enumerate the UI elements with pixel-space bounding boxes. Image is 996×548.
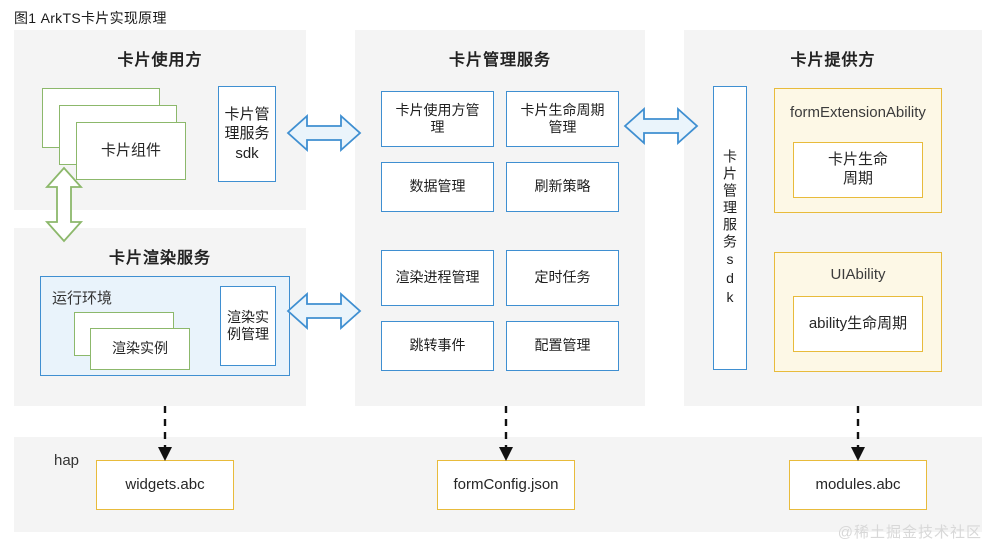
hap-artifact-formconfig-label: formConfig.json bbox=[453, 475, 559, 493]
manage-box-jump-event[interactable]: 跳转事件 bbox=[381, 321, 494, 371]
manage-box-refresh-policy[interactable]: 刷新策略 bbox=[506, 162, 619, 212]
hap-artifact-formconfig[interactable]: formConfig.json bbox=[437, 460, 575, 510]
consumer-sdk-label: 卡片管理服务sdk bbox=[224, 106, 270, 162]
manage-box-scheduled-task[interactable]: 定时任务 bbox=[506, 250, 619, 306]
watermark: @稀土掘金技术社区 bbox=[837, 524, 982, 541]
manage-box-render-process-mgmt[interactable]: 渲染进程管理 bbox=[381, 250, 494, 306]
form-lifecycle-label: 卡片生命周期 bbox=[828, 151, 889, 187]
manage-box-consumer-mgmt[interactable]: 卡片使用方管理 bbox=[381, 91, 494, 147]
manage-box-card-lifecycle-label: 卡片生命周期管理 bbox=[520, 101, 605, 136]
consumer-sdk-box[interactable]: 卡片管理服务sdk bbox=[218, 86, 276, 182]
hap-artifact-widgets[interactable]: widgets.abc bbox=[96, 460, 234, 510]
hap-artifact-modules[interactable]: modules.abc bbox=[789, 460, 927, 510]
panel-card-consumer-title: 卡片使用方 bbox=[117, 52, 203, 69]
manage-box-consumer-mgmt-label: 卡片使用方管理 bbox=[395, 101, 480, 136]
ui-ability-label: UIAbility bbox=[830, 266, 886, 283]
panel-card-render-service-title: 卡片渲染服务 bbox=[108, 250, 211, 267]
manage-box-config-mgmt[interactable]: 配置管理 bbox=[506, 321, 619, 371]
figure-title: 图1 ArkTS卡片实现原理 bbox=[14, 10, 167, 26]
panel-card-provider-title: 卡片提供方 bbox=[790, 52, 876, 69]
manage-box-data-mgmt[interactable]: 数据管理 bbox=[381, 162, 494, 212]
form-extension-ability-label: formExtensionAbility bbox=[790, 104, 926, 121]
provider-sdk-vertical-box[interactable]: 卡片管理服务sdk bbox=[713, 86, 747, 370]
render-instance-manager-box[interactable]: 渲染实例管理 bbox=[220, 286, 276, 366]
provider-sdk-vertical-label: 卡片管理服务sdk bbox=[722, 148, 738, 308]
card-component-box[interactable]: 卡片组件 bbox=[76, 122, 186, 180]
form-lifecycle-box[interactable]: 卡片生命周期 bbox=[793, 142, 923, 198]
runtime-environment-label: 运行环境 bbox=[52, 290, 113, 307]
ability-lifecycle-box[interactable]: ability生命周期 bbox=[793, 296, 923, 352]
hap-label: hap bbox=[54, 452, 80, 469]
manage-box-render-process-mgmt-label: 渲染进程管理 bbox=[395, 269, 480, 286]
render-instance-box[interactable]: 渲染实例 bbox=[90, 328, 190, 370]
manage-box-card-lifecycle[interactable]: 卡片生命周期管理 bbox=[506, 91, 619, 147]
panel-card-manage-service-title: 卡片管理服务 bbox=[448, 52, 551, 69]
render-instance-manager-label: 渲染实例管理 bbox=[227, 308, 269, 343]
